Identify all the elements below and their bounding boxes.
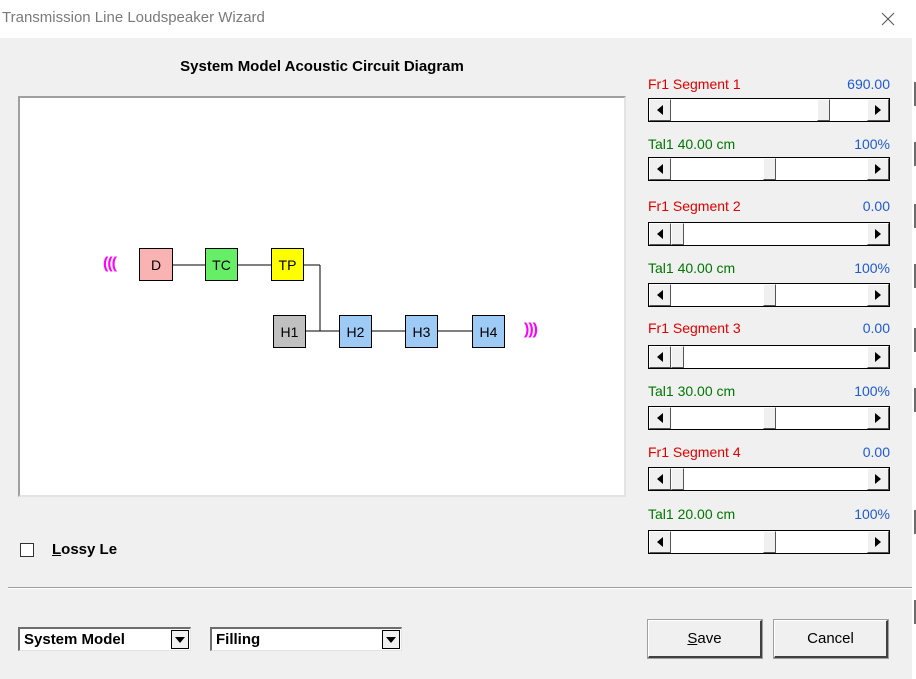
node-h1: H1: [273, 315, 306, 348]
node-label: TC: [212, 256, 231, 273]
segment-length-label: Tal1 40.00 cm 100%: [648, 260, 890, 276]
scroll-left-arrow-icon[interactable]: [649, 223, 671, 245]
save-label: ave: [697, 630, 722, 647]
segment-frequency-value: 0.00: [862, 198, 890, 214]
cancel-label: Cancel: [807, 630, 854, 647]
scroll-thumb[interactable]: [817, 99, 830, 121]
segment-length-scrollbar[interactable]: [648, 283, 890, 307]
segment-name: Fr1 Segment 2: [648, 198, 741, 214]
scroll-left-arrow-icon[interactable]: [649, 346, 671, 368]
segment-length-scrollbar[interactable]: [648, 530, 890, 554]
segment-frequency-scrollbar[interactable]: [648, 345, 890, 369]
scroll-right-arrow-icon[interactable]: [867, 531, 889, 553]
scroll-thumb[interactable]: [671, 346, 684, 368]
scroll-thumb[interactable]: [763, 531, 776, 553]
lossy-le-label: Lossy Le: [52, 541, 117, 558]
node-h2: H2: [339, 315, 372, 348]
node-label: D: [150, 256, 162, 273]
segment-length: Tal1 40.00 cm: [648, 260, 736, 276]
segment-name: Fr1 Segment 1: [648, 76, 741, 92]
segment-frequency-label: Fr1 Segment 4 0.00: [648, 444, 890, 460]
node-tp: TP: [271, 248, 304, 281]
segment-length-percent: 100%: [854, 383, 890, 399]
scroll-left-arrow-icon[interactable]: [649, 284, 671, 306]
segment-frequency-value: 0.00: [862, 320, 890, 336]
scroll-left-arrow-icon[interactable]: [649, 407, 671, 429]
scroll-thumb[interactable]: [763, 284, 776, 306]
segment-length-label: Tal1 20.00 cm 100%: [648, 506, 890, 522]
lossy-le-accelerator: L: [52, 541, 62, 558]
scroll-right-arrow-icon[interactable]: [867, 407, 889, 429]
segment-frequency-value: 0.00: [862, 444, 890, 460]
scroll-left-arrow-icon[interactable]: [649, 531, 671, 553]
input-sound-waves: (((: [103, 255, 117, 272]
window-edge: [912, 38, 916, 679]
segment-frequency-scrollbar[interactable]: [648, 467, 890, 491]
segment-name: Fr1 Segment 3: [648, 320, 741, 336]
model-select-value: System Model: [24, 631, 125, 648]
title-bar: Transmission Line Loudspeaker Wizard: [0, 0, 916, 38]
scroll-left-arrow-icon[interactable]: [649, 158, 671, 180]
node-label: H2: [346, 323, 365, 340]
segment-length-percent: 100%: [854, 260, 890, 276]
chevron-down-icon[interactable]: [382, 630, 400, 649]
model-select[interactable]: System Model: [18, 627, 191, 651]
node-label: TP: [278, 256, 297, 273]
segment-length-percent: 100%: [854, 136, 890, 152]
close-button[interactable]: [868, 4, 908, 34]
circuit-diagram: ((( D TC TP H1 H2 H3 H4 ))): [18, 96, 626, 497]
scroll-right-arrow-icon[interactable]: [867, 346, 889, 368]
node-label: H3: [412, 323, 431, 340]
filling-select[interactable]: Filling: [210, 627, 402, 651]
segment-length: Tal1 40.00 cm: [648, 136, 736, 152]
segment-frequency-scrollbar[interactable]: [648, 222, 890, 246]
segment-length-label: Tal1 40.00 cm 100%: [648, 136, 890, 152]
scroll-left-arrow-icon[interactable]: [649, 99, 671, 121]
lossy-le-label-text: ossy Le: [61, 541, 118, 558]
segment-frequency-value: 690.00: [847, 76, 890, 92]
segment-frequency-label: Fr1 Segment 3 0.00: [648, 320, 890, 336]
lossy-le-checkbox[interactable]: [20, 543, 34, 557]
node-label: H1: [280, 323, 299, 340]
segment-length-percent: 100%: [854, 506, 890, 522]
save-accelerator: S: [687, 630, 698, 647]
node-h3: H3: [405, 315, 438, 348]
chevron-down-icon[interactable]: [171, 630, 189, 649]
node-d: D: [139, 248, 173, 281]
scroll-right-arrow-icon[interactable]: [867, 284, 889, 306]
window-title: Transmission Line Loudspeaker Wizard: [2, 9, 265, 26]
segment-length-scrollbar[interactable]: [648, 406, 890, 430]
scroll-right-arrow-icon[interactable]: [867, 158, 889, 180]
node-tc: TC: [205, 248, 238, 281]
diagram-title: System Model Acoustic Circuit Diagram: [180, 58, 464, 75]
output-sound-waves: ))): [524, 321, 538, 338]
scroll-thumb[interactable]: [671, 223, 684, 245]
segment-frequency-label: Fr1 Segment 1 690.00: [648, 76, 890, 92]
segment-name: Fr1 Segment 4: [648, 444, 741, 460]
node-h4: H4: [472, 315, 505, 348]
close-icon: [881, 12, 895, 26]
segment-length: Tal1 20.00 cm: [648, 506, 736, 522]
segment-frequency-label: Fr1 Segment 2 0.00: [648, 198, 890, 214]
circuit-connections: [173, 264, 472, 332]
node-label: H4: [479, 323, 498, 340]
scroll-thumb[interactable]: [671, 468, 684, 490]
separator: [8, 587, 912, 589]
scroll-right-arrow-icon[interactable]: [867, 99, 889, 121]
segment-frequency-scrollbar[interactable]: [648, 98, 890, 122]
segment-length-label: Tal1 30.00 cm 100%: [648, 383, 890, 399]
scroll-right-arrow-icon[interactable]: [867, 223, 889, 245]
scroll-thumb[interactable]: [763, 158, 776, 180]
segment-length-scrollbar[interactable]: [648, 157, 890, 181]
scroll-left-arrow-icon[interactable]: [649, 468, 671, 490]
segment-length: Tal1 30.00 cm: [648, 383, 736, 399]
filling-select-value: Filling: [216, 631, 261, 648]
cancel-button[interactable]: Cancel: [773, 619, 889, 659]
scroll-thumb[interactable]: [763, 407, 776, 429]
scroll-right-arrow-icon[interactable]: [867, 468, 889, 490]
